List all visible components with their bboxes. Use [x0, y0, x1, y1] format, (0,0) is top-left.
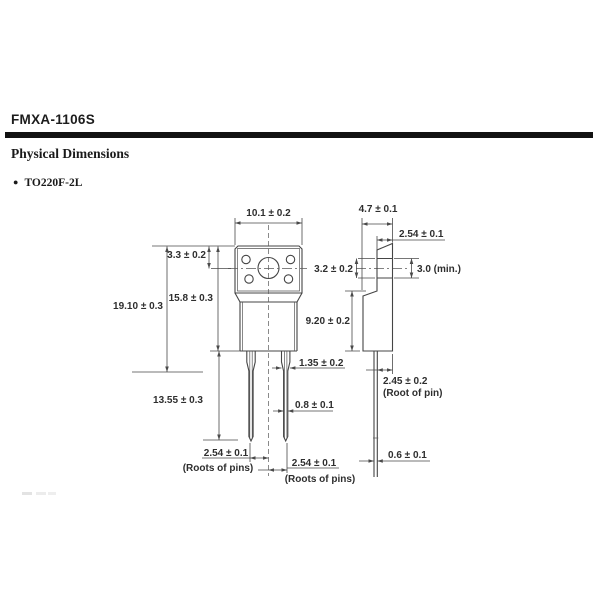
dim-pin-width: 0.8 ± 0.1 [295, 400, 334, 411]
dim-hole-diameter: 3.2 ± 0.2 [314, 264, 353, 275]
dim-pin-pitch-left-note: (Roots of pins) [183, 463, 254, 474]
dim-pin-root-width: 1.35 ± 0.2 [299, 358, 344, 369]
dim-pin-pitch-right: 2.54 ± 0.1 [292, 458, 337, 469]
section-title: Physical Dimensions [11, 146, 130, 161]
side-view-pin [373, 351, 379, 477]
dim-tab-thickness: 2.54 ± 0.1 [399, 229, 444, 240]
heading-rule [5, 132, 593, 138]
dim-lower-body-height: 9.20 ± 0.2 [306, 316, 351, 327]
dim-height-to-pin-root: 19.10 ± 0.3 [113, 301, 163, 312]
bullet-icon: ● [13, 177, 19, 187]
side-view-outline [362, 242, 394, 352]
pin-left [246, 351, 256, 443]
dim-body-width: 10.1 ± 0.2 [246, 208, 291, 219]
small-holes [241, 254, 296, 284]
front-dimensions: 10.1 ± 0.2 3.3 ± 0.2 15.8 ± 0.3 19.10 ± … [113, 208, 375, 485]
package-name-item: ● TO220F-2L [13, 177, 82, 189]
dim-pin-length: 13.55 ± 0.3 [153, 395, 203, 406]
dim-pin-root-offset: 2.45 ± 0.2 [383, 376, 428, 387]
dim-pin-thickness: 0.6 ± 0.1 [388, 450, 427, 461]
dim-pin-root-offset-note: (Root of pin) [383, 388, 442, 399]
package-name-label: TO220F-2L [24, 177, 83, 189]
dim-body-height: 15.8 ± 0.3 [169, 293, 214, 304]
dim-pin-pitch-left: 2.54 ± 0.1 [204, 448, 249, 459]
centerlines [228, 225, 410, 476]
scan-artifact [22, 492, 56, 495]
dim-body-thickness: 4.7 ± 0.1 [359, 204, 398, 215]
dim-hole-offset: 3.3 ± 0.2 [167, 250, 206, 261]
dim-pin-pitch-right-note: (Roots of pins) [285, 474, 356, 485]
pin-right [280, 351, 291, 443]
part-number-heading: FMXA-1106S [11, 112, 96, 127]
side-dimensions: 4.7 ± 0.1 2.54 ± 0.1 3.0 (min.) 9.20 ± 0… [306, 204, 461, 463]
dim-hole-depth-min: 3.0 (min.) [417, 264, 461, 275]
